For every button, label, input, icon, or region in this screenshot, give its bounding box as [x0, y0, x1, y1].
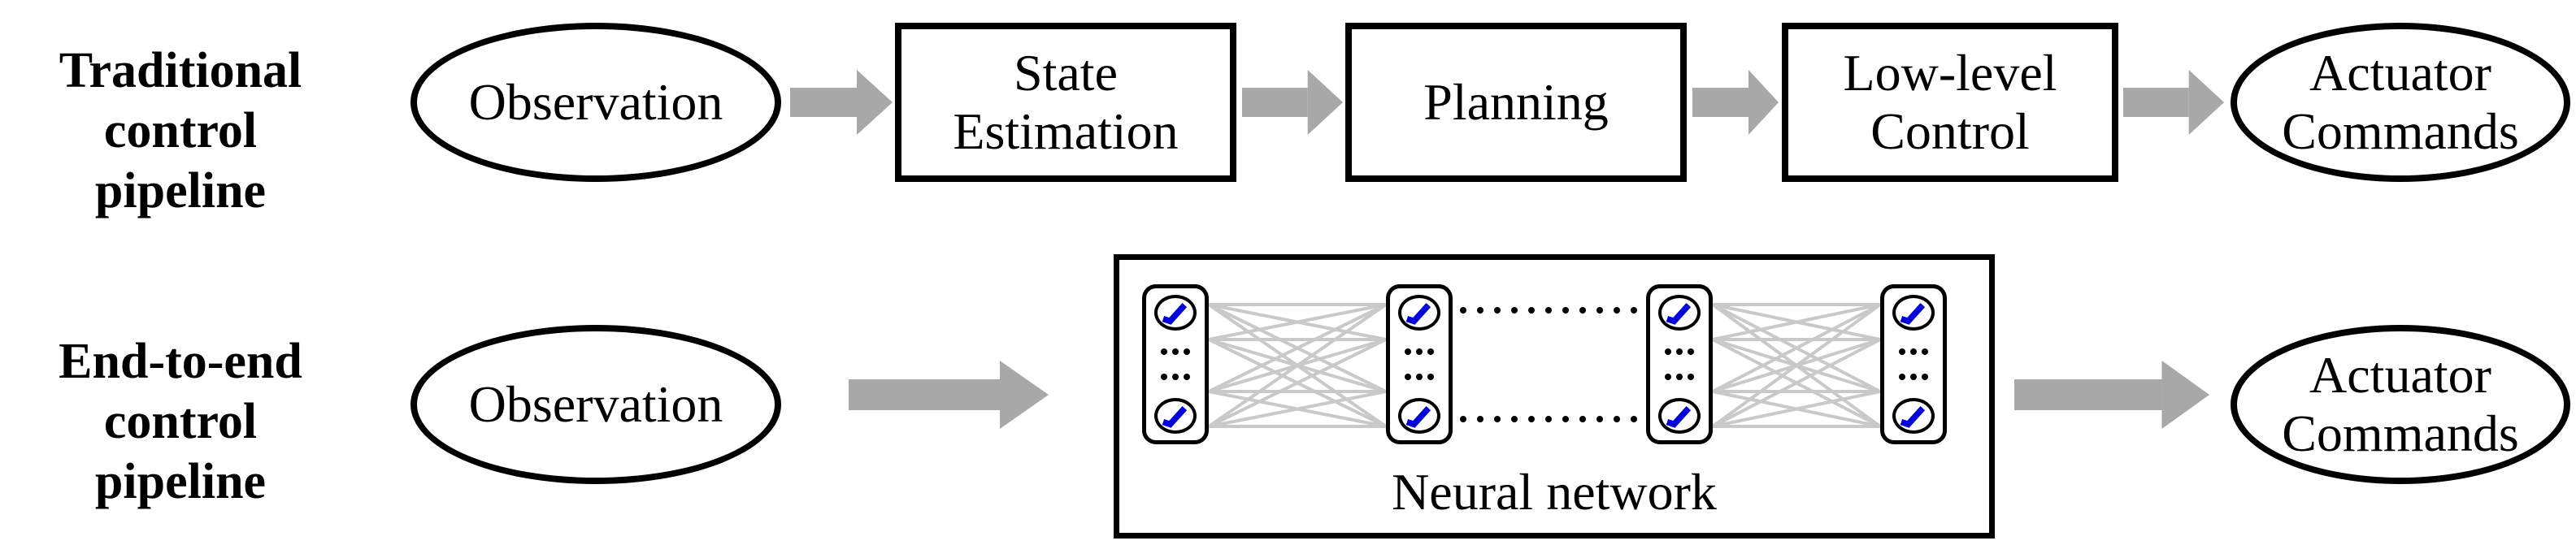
ellipsis-dots: [1405, 373, 1434, 380]
low-level-control-label-line1: Low-level: [1843, 44, 2057, 102]
ellipsis-dots: [1665, 348, 1694, 356]
actuator-commands-label-line1: Actuator: [2309, 346, 2491, 404]
network-connections: [1207, 303, 1882, 428]
traditional-pipeline-label-line1: Traditional: [59, 43, 302, 98]
network-node: [1892, 295, 1935, 331]
neural-network-label: Neural network: [1392, 463, 1717, 521]
ellipsis-dots: [1899, 348, 1928, 356]
relu-activation-icon: [1162, 303, 1188, 325]
actuator-commands-ellipse-end-to-end: Actuator Commands: [2231, 325, 2570, 484]
planning-box: Planning: [1345, 23, 1687, 182]
low-level-control-label-line2: Control: [1870, 102, 2030, 160]
observation-ellipse-end-to-end: Observation: [411, 325, 781, 484]
actuator-commands-ellipse-traditional: Actuator Commands: [2231, 23, 2570, 182]
actuator-commands-label-line2: Commands: [2282, 404, 2519, 462]
actuator-commands-label-line1: Actuator: [2309, 44, 2491, 102]
planning-label: Planning: [1423, 73, 1609, 131]
flow-arrow: [1242, 70, 1343, 135]
network-node: [1154, 295, 1197, 331]
relu-activation-icon: [1666, 303, 1692, 325]
relu-activation-icon: [1900, 406, 1926, 428]
network-node: [1658, 397, 1701, 434]
low-level-control-box: Low-level Control: [1782, 23, 2118, 182]
flow-arrow: [790, 70, 893, 135]
flow-arrow: [2123, 70, 2224, 135]
ellipsis-dots: [1161, 373, 1190, 380]
relu-activation-icon: [1900, 303, 1926, 325]
relu-activation-icon: [1666, 406, 1692, 428]
relu-activation-icon: [1162, 406, 1188, 428]
network-node: [1398, 295, 1440, 331]
network-node: [1892, 397, 1935, 434]
network-layer: [1880, 284, 1947, 444]
observation-label: Observation: [468, 375, 723, 433]
flow-arrow: [1692, 70, 1779, 135]
flow-arrow-long: [2014, 361, 2209, 429]
flow-arrow-long: [849, 361, 1049, 429]
neural-network-box: Neural network: [1114, 254, 1995, 539]
observation-label: Observation: [468, 73, 723, 131]
state-estimation-box: State Estimation: [895, 23, 1236, 182]
state-estimation-label-line2: Estimation: [953, 102, 1179, 160]
end-to-end-pipeline-label-line1: End-to-end: [59, 334, 302, 389]
network-layer: [1142, 284, 1209, 444]
network-layer: [1386, 284, 1453, 444]
relu-activation-icon: [1405, 406, 1431, 428]
ellipsis-dots: [1665, 373, 1694, 380]
observation-ellipse-traditional: Observation: [411, 23, 781, 182]
traditional-pipeline-label: Traditional control pipeline: [18, 41, 343, 221]
state-estimation-label-line1: State: [1014, 44, 1118, 102]
ellipsis-dots: [1899, 373, 1928, 380]
ellipsis-dots: [1405, 348, 1434, 356]
network-node: [1154, 397, 1197, 434]
end-to-end-pipeline-label-line2: control pipeline: [94, 394, 267, 509]
end-to-end-pipeline-label: End-to-end control pipeline: [18, 331, 343, 512]
network-node: [1658, 295, 1701, 331]
network-layer: [1646, 284, 1713, 444]
actuator-commands-label-line2: Commands: [2282, 102, 2519, 160]
traditional-pipeline-label-line2: control pipeline: [94, 103, 267, 218]
relu-activation-icon: [1405, 303, 1431, 325]
ellipsis-dots: [1161, 348, 1190, 356]
network-node: [1398, 397, 1440, 434]
